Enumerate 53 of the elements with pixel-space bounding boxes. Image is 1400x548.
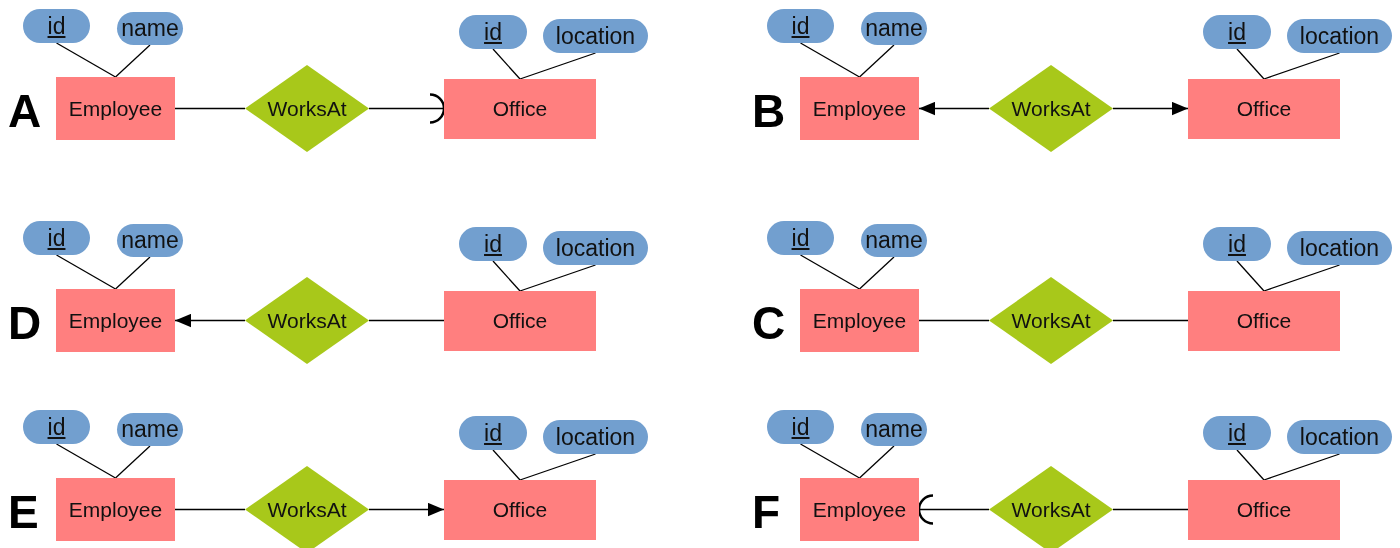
attribute-line (492, 260, 521, 292)
relationship-line (918, 101, 990, 116)
attribute-line (799, 42, 861, 78)
relationship-line (368, 319, 445, 322)
attribute-line (858, 445, 895, 479)
entity-box: Employee (56, 478, 175, 541)
relationship-line (174, 313, 246, 328)
attribute-line (799, 254, 861, 290)
attribute-line (519, 52, 597, 80)
panel-letter: D (8, 300, 42, 346)
entity-box: Office (1188, 480, 1340, 540)
attribute-line (1263, 52, 1341, 80)
entity-box: Employee (800, 289, 919, 352)
attribute-line (1263, 264, 1341, 292)
attribute-line (1236, 449, 1265, 481)
attribute-line (55, 443, 117, 479)
relationship-line (368, 502, 445, 517)
entity-box: Office (1188, 291, 1340, 351)
attribute-line (519, 264, 597, 292)
relationship-line (1112, 508, 1189, 511)
attribute-line (799, 443, 861, 479)
entity-box: Employee (56, 289, 175, 352)
entity-box: Office (444, 291, 596, 351)
entity-box: Office (1188, 79, 1340, 139)
attribute-line (492, 48, 521, 80)
relationship-line (1112, 319, 1189, 322)
entity-box: Employee (800, 478, 919, 541)
panel-letter: C (752, 300, 786, 346)
attribute-line (55, 254, 117, 290)
panel-letter: E (8, 489, 39, 535)
attribute-line (114, 445, 151, 479)
panel-letter: B (752, 88, 786, 134)
attribute-line (114, 44, 151, 78)
relationship-line (1112, 101, 1189, 116)
attribute-line (519, 453, 597, 481)
relationship-line (918, 319, 990, 322)
panel-letter: A (8, 88, 42, 134)
attribute-line (858, 256, 895, 290)
entity-box: Office (444, 79, 596, 139)
attribute-line (1263, 453, 1341, 481)
attribute-line (1236, 260, 1265, 292)
panel-letter: F (752, 489, 781, 535)
attribute-line (114, 256, 151, 290)
entity-box: Office (444, 480, 596, 540)
attribute-line (492, 449, 521, 481)
attribute-line (858, 44, 895, 78)
attribute-line (55, 42, 117, 78)
relationship-line (174, 508, 246, 511)
entity-box: Employee (56, 77, 175, 140)
relationship-line (174, 107, 246, 110)
attribute-line (1236, 48, 1265, 80)
entity-box: Employee (800, 77, 919, 140)
relationship-line (368, 93, 446, 124)
